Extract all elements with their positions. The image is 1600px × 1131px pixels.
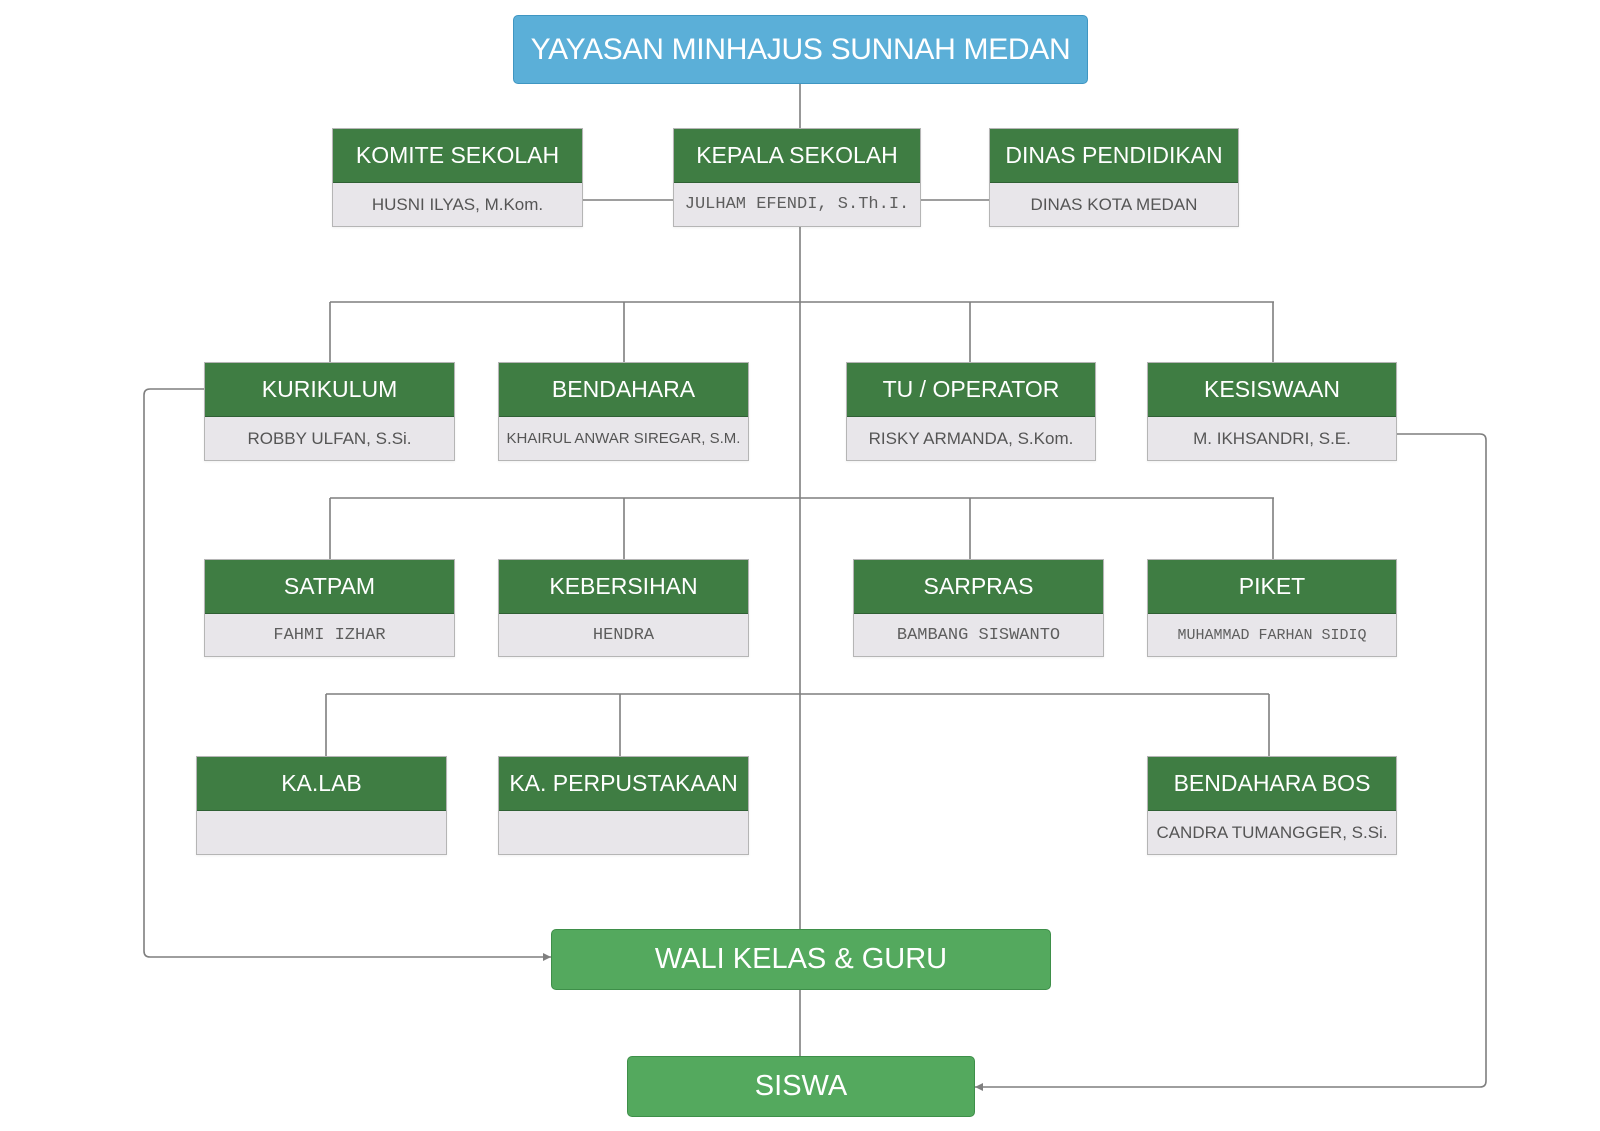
tu-operator-role: TU / OPERATOR (847, 363, 1095, 417)
siswa-box: SISWA (627, 1056, 975, 1117)
line-row2-branches (329, 497, 1274, 559)
piket-box: PIKET MUHAMMAD FARHAN SIDIQ (1147, 559, 1397, 657)
kesiswaan-name: M. IKHSANDRI, S.E. (1193, 428, 1351, 448)
line-row3-branches (325, 693, 1270, 756)
kepala-sekolah-role: KEPALA SEKOLAH (674, 129, 920, 183)
dinas-pendidikan-role: DINAS PENDIDIKAN (990, 129, 1238, 183)
sarpras-role: SARPRAS (854, 560, 1103, 614)
ka-lab-box: KA.LAB (196, 756, 447, 855)
dinas-pendidikan-name: DINAS KOTA MEDAN (1030, 194, 1198, 214)
ka-lab-name (197, 811, 446, 854)
bendahara-box: BENDAHARA KHAIRUL ANWAR SIREGAR, S.M. (498, 362, 749, 461)
kebersihan-role: KEBERSIHAN (499, 560, 748, 614)
piket-role: PIKET (1148, 560, 1396, 614)
bendahara-bos-box: BENDAHARA BOS CANDRA TUMANGGER, S.Si. (1147, 756, 1397, 855)
piket-name: MUHAMMAD FARHAN SIDIQ (1177, 626, 1367, 644)
sarpras-box: SARPRAS BAMBANG SISWANTO (853, 559, 1104, 657)
satpam-role: SATPAM (205, 560, 454, 614)
bendahara-name: KHAIRUL ANWAR SIREGAR, S.M. (506, 430, 741, 447)
bendahara-bos-role: BENDAHARA BOS (1148, 757, 1396, 811)
sarpras-name: BAMBANG SISWANTO (896, 625, 1061, 645)
arrow-kesiswaan-to-siswa (975, 433, 1487, 1091)
tu-operator-box: TU / OPERATOR RISKY ARMANDA, S.Kom. (846, 362, 1096, 461)
foundation-title: YAYASAN MINHAJUS SUNNAH MEDAN (513, 15, 1088, 84)
bendahara-role: BENDAHARA (499, 363, 748, 417)
kepala-sekolah-name: JULHAM EFENDI, S.Th.I. (684, 195, 910, 214)
ka-perpustakaan-name (499, 811, 748, 854)
kesiswaan-box: KESISWAAN M. IKHSANDRI, S.E. (1147, 362, 1397, 461)
kurikulum-name: ROBBY ULFAN, S.Si. (247, 428, 412, 448)
arrow-kurikulum-to-wali (143, 388, 551, 961)
wali-kelas-guru-box: WALI KELAS & GURU (551, 929, 1051, 990)
ka-perpustakaan-role: KA. PERPUSTAKAAN (499, 757, 748, 811)
kurikulum-role: KURIKULUM (205, 363, 454, 417)
kebersihan-box: KEBERSIHAN HENDRA (498, 559, 749, 657)
kepala-sekolah-box: KEPALA SEKOLAH JULHAM EFENDI, S.Th.I. (673, 128, 921, 227)
bendahara-bos-name: CANDRA TUMANGGER, S.Si. (1156, 822, 1388, 842)
komite-sekolah-role: KOMITE SEKOLAH (333, 129, 582, 183)
satpam-box: SATPAM FAHMI IZHAR (204, 559, 455, 657)
satpam-name: FAHMI IZHAR (273, 625, 386, 645)
kurikulum-box: KURIKULUM ROBBY ULFAN, S.Si. (204, 362, 455, 461)
kebersihan-name: HENDRA (592, 625, 655, 645)
ka-perpustakaan-box: KA. PERPUSTAKAAN (498, 756, 749, 855)
kesiswaan-role: KESISWAAN (1148, 363, 1396, 417)
tu-operator-name: RISKY ARMANDA, S.Kom. (868, 428, 1074, 448)
komite-sekolah-box: KOMITE SEKOLAH HUSNI ILYAS, M.Kom. (332, 128, 583, 227)
dinas-pendidikan-box: DINAS PENDIDIKAN DINAS KOTA MEDAN (989, 128, 1239, 227)
ka-lab-role: KA.LAB (197, 757, 446, 811)
line-row1-branches (329, 301, 1274, 362)
komite-sekolah-name: HUSNI ILYAS, M.Kom. (371, 194, 544, 214)
